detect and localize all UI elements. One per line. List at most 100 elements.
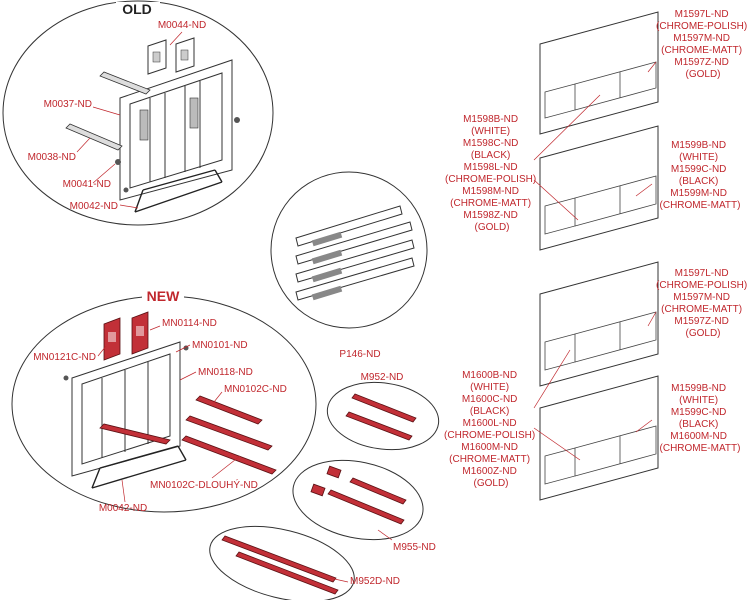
pg3-l5: (CHROME-MATT) <box>660 200 741 211</box>
pg2-l7: (CHROME-MATT) <box>450 198 531 209</box>
label-p146: P146-ND <box>339 349 380 360</box>
new-bar-inner <box>99 423 171 445</box>
pg1-l0: M1597L-ND <box>675 9 729 20</box>
label-m0037: M0037-ND <box>44 99 92 110</box>
pg2-l3: (BLACK) <box>471 150 510 161</box>
old-title: OLD <box>122 1 152 17</box>
pg5-l1: (WHITE) <box>470 382 509 393</box>
plate-group-2-labels: M1598B-ND (WHITE) M1598C-ND (BLACK) M159… <box>445 114 539 233</box>
plate-group-4-labels: M1597L-ND (CHROME-POLISH) M1597M-ND (CHR… <box>656 268 750 339</box>
flush-plate-3 <box>539 261 659 387</box>
old-frame <box>119 59 240 213</box>
label-m0042-old: M0042-ND <box>70 201 118 212</box>
pg6-l1: (WHITE) <box>679 395 718 406</box>
pg1-l3: (CHROME-MATT) <box>661 45 742 56</box>
m952d-section: M952D-ND <box>209 525 400 600</box>
pg6-l2: M1599C-ND <box>671 407 727 418</box>
old-rod-2 <box>65 123 123 151</box>
flush-plate-1 <box>539 11 659 135</box>
pg2-l5: (CHROME-POLISH) <box>445 174 536 185</box>
m955-coupler-2 <box>310 483 326 497</box>
new-frame <box>63 341 189 489</box>
m955-rod-2 <box>327 489 405 525</box>
pg3-l0: M1599B-ND <box>671 140 726 151</box>
pg3-l3: (BLACK) <box>679 176 718 187</box>
pg5-l3: (BLACK) <box>470 406 509 417</box>
pg1-l2: M1597M-ND <box>673 33 730 44</box>
m952d-rod-1 <box>221 535 337 583</box>
new-section: NEW MN011 <box>11 288 317 514</box>
flush-plate-2 <box>539 125 659 251</box>
p146-oval <box>270 171 428 329</box>
label-mn0121c: MN0121C-ND <box>33 352 96 363</box>
old-title-bg <box>116 2 160 16</box>
pg4-l4: M1597Z-ND <box>674 316 728 327</box>
pg2-l1: (WHITE) <box>471 126 510 137</box>
pg2-l2: M1598C-ND <box>463 138 519 149</box>
label-mn0102c: MN0102C-ND <box>224 384 287 395</box>
pg4-l1: (CHROME-POLISH) <box>656 280 747 291</box>
pg6-l3: (BLACK) <box>679 419 718 430</box>
pg5-l0: M1600B-ND <box>462 370 517 381</box>
pg5-l9: (GOLD) <box>474 478 509 489</box>
pg5-l2: M1600C-ND <box>462 394 518 405</box>
label-mn0101: MN0101-ND <box>192 340 248 351</box>
m955-oval <box>292 459 424 541</box>
m952-rod-2 <box>345 411 413 441</box>
label-m955: M955-ND <box>393 542 436 553</box>
pg4-l2: M1597M-ND <box>673 292 730 303</box>
new-title-bg <box>142 288 184 304</box>
m952d-rod-2 <box>235 551 339 595</box>
new-title: NEW <box>147 288 180 304</box>
p146-levers <box>295 205 415 301</box>
pg4-l0: M1597L-ND <box>675 268 729 279</box>
label-m0041: M0041-ND <box>63 179 111 190</box>
pg5-l7: (CHROME-MATT) <box>449 454 530 465</box>
pg5-l4: M1600L-ND <box>463 418 517 429</box>
m952-oval <box>326 381 440 451</box>
pg3-l2: M1599C-ND <box>671 164 727 175</box>
m955-section: M955-ND <box>292 459 436 553</box>
m955-rod-1 <box>349 477 407 505</box>
pg1-l5: (GOLD) <box>686 69 721 80</box>
pg2-l6: M1598M-ND <box>462 186 519 197</box>
label-m0042-new: M0042-ND <box>99 503 147 514</box>
pg2-l4: M1598L-ND <box>464 162 518 173</box>
flush-plates <box>533 11 659 501</box>
pg4-l5: (GOLD) <box>686 328 721 339</box>
pg2-l8: M1598Z-ND <box>463 210 517 221</box>
pg4-l3: (CHROME-MATT) <box>661 304 742 315</box>
pg2-l0: M1598B-ND <box>463 114 518 125</box>
pg1-l1: (CHROME-POLISH) <box>656 21 747 32</box>
flush-plate-4 <box>539 375 659 501</box>
pg5-l5: (CHROME-POLISH) <box>444 430 535 441</box>
new-rod-short <box>195 395 263 425</box>
plate-group-3-labels: M1599B-ND (WHITE) M1599C-ND (BLACK) M159… <box>660 140 741 211</box>
plate-group-1-labels: M1597L-ND (CHROME-POLISH) M1597M-ND (CHR… <box>656 9 750 80</box>
m955-coupler-1 <box>326 465 342 479</box>
old-rod-1 <box>99 71 151 95</box>
pg5-l6: M1600M-ND <box>461 442 518 453</box>
m952-section: M952-ND <box>326 372 440 451</box>
new-cover-pieces <box>103 311 149 361</box>
pg6-l0: M1599B-ND <box>671 383 726 394</box>
pg1-l4: M1597Z-ND <box>674 57 728 68</box>
pg3-l1: (WHITE) <box>679 152 718 163</box>
pg5-l8: M1600Z-ND <box>462 466 516 477</box>
old-screw <box>115 159 121 165</box>
m952-rod-1 <box>351 393 417 423</box>
new-rod-long-1 <box>185 415 273 451</box>
label-m952d: M952D-ND <box>350 576 400 587</box>
old-section: OLD M004 <box>2 0 274 226</box>
pg6-l4: M1600M-ND <box>670 431 727 442</box>
label-mn0118: MN0118-ND <box>198 367 253 378</box>
label-m952: M952-ND <box>361 372 404 383</box>
label-mn0102c-long: MN0102C-DLOUHÝ-ND <box>150 478 258 491</box>
old-cover-pieces <box>147 37 195 75</box>
pg6-l5: (CHROME-MATT) <box>660 443 741 454</box>
p146-section: P146-ND <box>270 171 428 360</box>
label-mn0114: MN0114-ND <box>162 318 217 329</box>
label-m0044: M0044-ND <box>158 20 206 31</box>
label-m0038: M0038-ND <box>28 152 76 163</box>
